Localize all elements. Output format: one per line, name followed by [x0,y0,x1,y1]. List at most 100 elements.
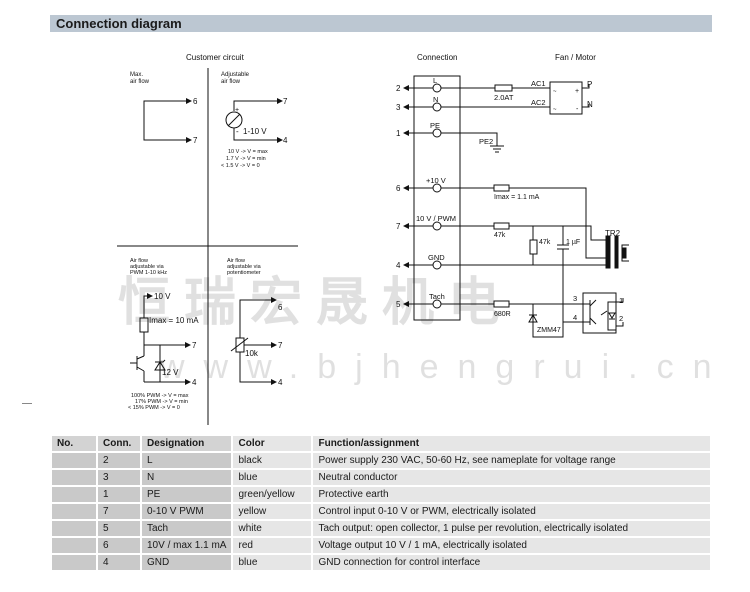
terminal-label: 4 [283,136,288,145]
terminal-num: 3 [396,103,401,112]
terminal-num: 6 [396,184,401,193]
opto-pin: 2 [619,314,623,323]
terminal-label: 7 [283,97,288,106]
opto-pin: 1 [619,296,623,305]
max-air-flow-label: Max. [130,72,143,78]
pot-air-flow-circuit [230,297,277,385]
fan-motor-title: Fan / Motor [555,53,596,62]
header-designation: Designation [142,436,232,451]
terminal-name: GND [428,253,445,262]
cell-no [52,504,96,519]
n-label: N [587,100,593,109]
pwm-air-flow-label-3: PWM 1-10 kHz [130,270,167,276]
terminal-label: 7 [278,341,283,350]
cell-no [52,538,96,553]
transformer-label: TR2 [605,229,621,238]
terminal-label: 4 [278,378,283,387]
cell-color: white [233,521,312,536]
cell-conn: 5 [98,521,140,536]
transformer-icon [605,235,611,269]
pwm-air-flow-circuit [130,293,191,385]
header-conn: Conn. [98,436,140,451]
note: < 15% PWM -> V = 0 [128,405,180,411]
terminal-PE [432,128,442,138]
fan-motor-box [549,81,583,115]
cell-designation: PE [142,487,232,502]
max-air-flow-label-2: air flow [130,79,150,85]
cell-conn: 7 [98,504,140,519]
terminal-num: 7 [396,222,401,231]
fuse-icon [494,84,513,92]
connection-block [413,75,461,321]
r-shunt-label: 47k [539,239,551,246]
note: 1.7 V -> V = min [226,156,266,162]
terminal-10v [432,183,442,193]
r-series-label: 47k [494,232,506,239]
note: 100% PWM -> V = max [131,393,189,399]
pot-air-flow-label-2: adjustable via [227,264,262,270]
terminal-name: +10 V [426,176,446,185]
cell-no [52,453,96,468]
r-tach-label: 680R [494,311,511,318]
cell-color: red [233,538,312,553]
connection-table: No. Conn. Designation Color Function/ass… [50,434,712,572]
minus-sign: - [236,127,239,136]
terminal-label: 4 [192,378,197,387]
cell-conn: 2 [98,453,140,468]
plus-sign: + [235,107,239,114]
header-color: Color [233,436,312,451]
note: 10 V -> V = max [228,149,268,155]
section-header: Connection diagram [50,15,712,32]
terminal-num: 4 [396,261,401,270]
supply-label: 10 V [154,292,171,301]
terminal-name: N [433,95,438,104]
cell-conn: 1 [98,487,140,502]
watermark-url: www.bjhengrui.cn [159,348,730,386]
pe2-label: PE2 [479,137,493,146]
cell-no [52,487,96,502]
pwm-air-flow-label-2: adjustable via [130,264,165,270]
terminal-gnd [432,260,442,270]
cell-function: Power supply 230 VAC, 50-60 Hz, see name… [313,453,710,468]
terminal-label: 7 [193,136,198,145]
cell-designation: N [142,470,232,485]
cell-function: Voltage output 10 V / 1 mA, electrically… [313,538,710,553]
pot-value-label: 10k [245,349,259,358]
cell-designation: GND [142,555,232,570]
terminal-num: 2 [396,84,401,93]
p-label: P [587,80,592,89]
terminal-label: 6 [193,97,198,106]
header-no: No. [52,436,96,451]
cell-conn: 6 [98,538,140,553]
zener-diode-icon [528,313,538,323]
terminal-num: 1 [396,129,401,138]
source-voltage-label: 1-10 V [243,127,267,136]
cell-color: green/yellow [233,487,312,502]
note: 17% PWM -> V = min [135,399,188,405]
zener-label: ZMM47 [537,327,561,334]
ac2-label: AC2 [531,98,546,107]
cell-no [52,521,96,536]
terminal-pwm [432,221,442,231]
adjustable-air-flow-label-2: air flow [221,79,241,85]
terminal-label: 6 [278,303,283,312]
terminal-tach [432,299,442,309]
cell-conn: 4 [98,555,140,570]
customer-circuit-title: Customer circuit [186,53,245,62]
terminal-name: PE [430,121,440,130]
opto-pin: 3 [573,294,577,303]
pot-air-flow-label: Air flow [227,258,245,264]
pwm-air-flow-label: Air flow [130,258,148,264]
zener-label: 12 V [162,368,179,377]
fuse-label: 2.0AT [494,93,514,102]
cell-designation: L [142,453,232,468]
adjustable-air-flow-label: Adjustable [221,72,250,78]
cell-no [52,555,96,570]
resistor-icon [493,222,510,230]
